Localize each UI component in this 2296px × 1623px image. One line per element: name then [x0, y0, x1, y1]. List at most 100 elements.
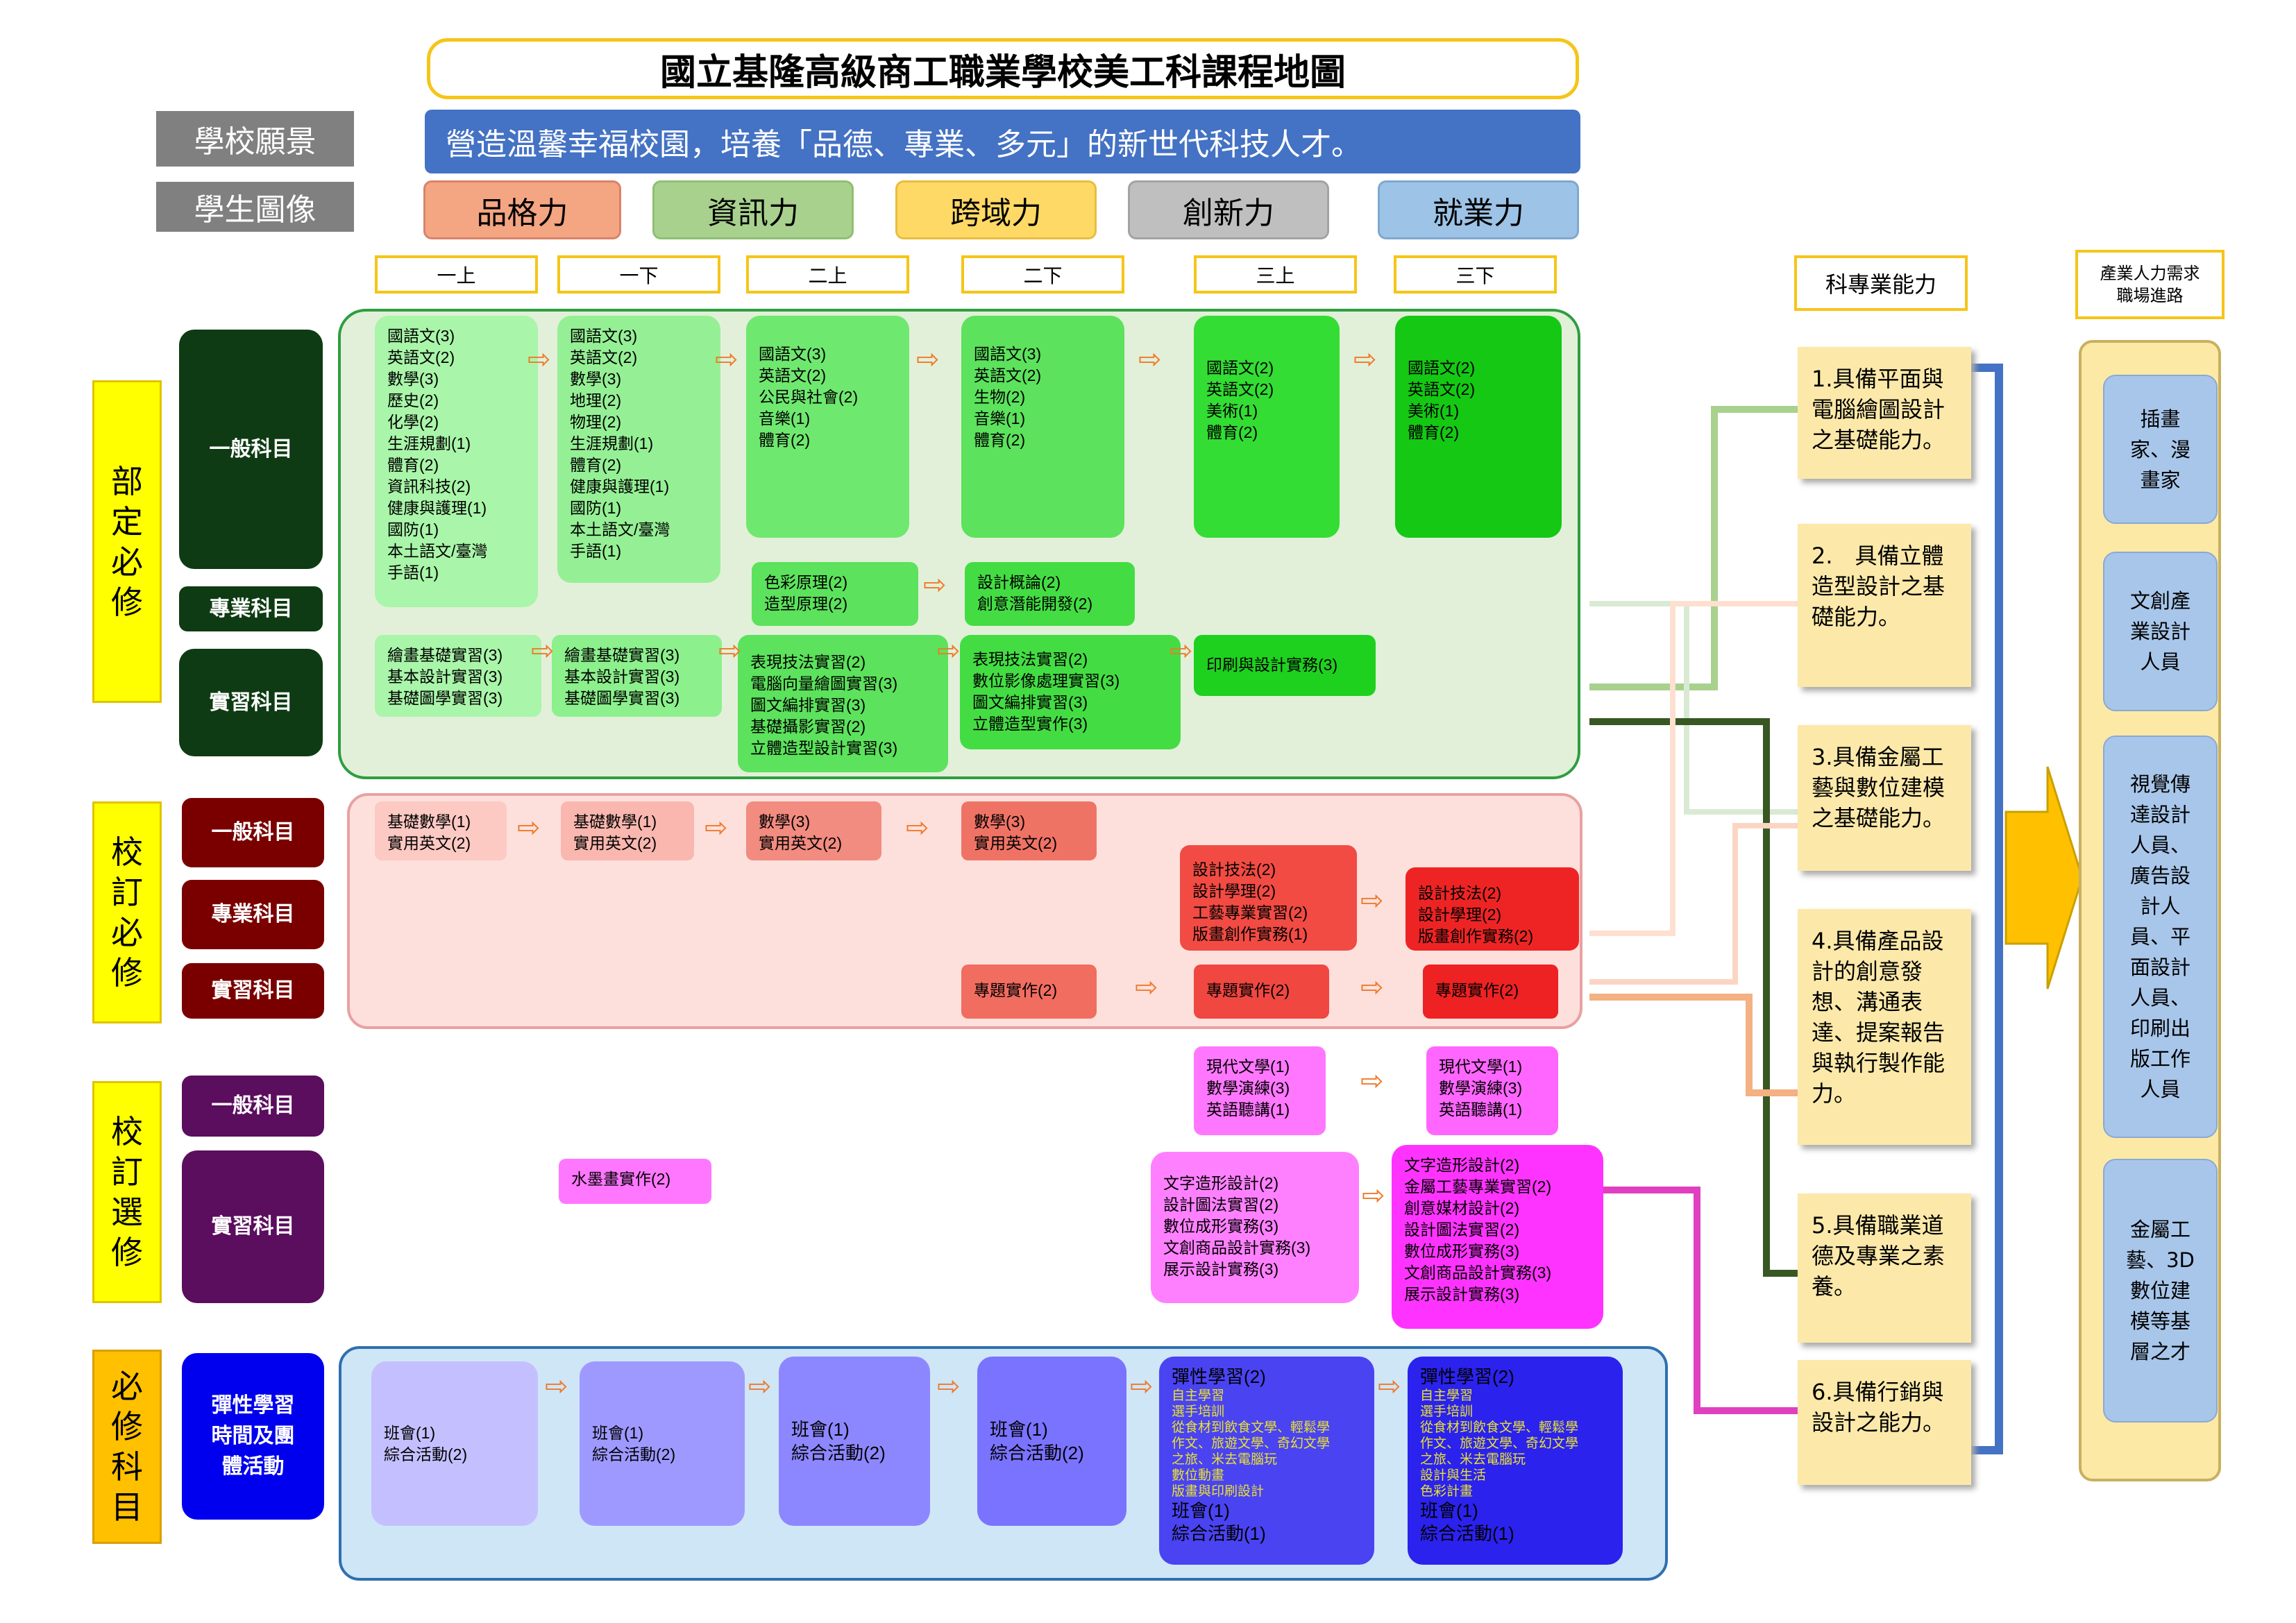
- school-general-2a: 數學(3) 實用英文(2): [746, 801, 881, 860]
- row-label-dept-general: 一般科目: [179, 330, 323, 569]
- school-practice-3b: 專題實作(2): [1423, 965, 1558, 1019]
- arrow-icon: ⇨: [704, 812, 728, 844]
- dept-required-panel: [338, 309, 1580, 779]
- ability-4: 4.具備產品設 計的創意發 想、溝通表 達、提案報告 與執行製作能 力。: [1798, 909, 1971, 1145]
- page-title: 國立基隆高級商工職業學校美工科課程地圖: [427, 38, 1579, 99]
- flex-1b: 班會(1) 綜合活動(2): [580, 1361, 745, 1526]
- ability-2: 2. 具備立體 造型設計之基 礎能力。: [1798, 524, 1971, 687]
- flex-3b-head: 彈性學習(2): [1420, 1366, 1514, 1387]
- row-label-dept-practice: 實習科目: [179, 649, 323, 756]
- arrow-icon: ⇨: [1360, 1065, 1384, 1097]
- dept-general-2a: 國語文(3) 英語文(2) 公民與社會(2) 音樂(1) 體育(2): [746, 316, 909, 538]
- arrow-icon: ⇨: [517, 812, 541, 844]
- portrait-information: 資訊力: [652, 180, 854, 239]
- arrow-icon: ⇨: [1130, 1370, 1154, 1402]
- dept-practice-2a: 表現技法實習(2) 電腦向量繪圖實習(3) 圖文編排實習(3) 基礎攝影實習(2…: [738, 635, 948, 772]
- portrait-innovation: 創新力: [1128, 180, 1329, 239]
- elective-general-3a: 現代文學(1) 數學演練(3) 英語聽講(1): [1194, 1046, 1326, 1135]
- career-header: 產業人力需求 職場進路: [2075, 250, 2225, 319]
- school-practice-3a: 專題實作(2): [1194, 965, 1329, 1019]
- dept-practice-3a: 印刷與設計實務(3): [1194, 635, 1376, 696]
- semester-3a: 三上: [1194, 255, 1357, 294]
- section-school-elective: 校 訂 選 修: [92, 1081, 162, 1303]
- ability-5: 5.具備職業道 德及專業之素 養。: [1798, 1193, 1971, 1343]
- arrow-icon: ⇨: [937, 635, 961, 667]
- arrow-icon: ⇨: [748, 1370, 772, 1402]
- elective-practice-1b: 水墨畫實作(2): [559, 1159, 711, 1204]
- arrow-icon: ⇨: [715, 343, 738, 375]
- arrow-icon: ⇨: [906, 812, 929, 844]
- portrait-employment: 就業力: [1378, 180, 1579, 239]
- school-general-2b: 數學(3) 實用英文(2): [961, 801, 1097, 860]
- school-practice-2b: 專題實作(2): [961, 965, 1097, 1019]
- flex-3a-head: 彈性學習(2): [1172, 1366, 1266, 1387]
- row-label-dept-professional: 專業科目: [179, 586, 323, 631]
- section-dept-required: 部 定 必 修: [92, 380, 162, 703]
- flex-3b-options: 自主學習 選手培訓 從食材到飲食文學、輕鬆學 作文、旅遊文學、奇幻文學 之旅、米…: [1420, 1388, 1579, 1499]
- flex-3a: 彈性學習(2) 自主學習 選手培訓 從食材到飲食文學、輕鬆學 作文、旅遊文學、奇…: [1159, 1357, 1374, 1565]
- career-cultural-design: 文創產 業設計 人員: [2103, 552, 2218, 711]
- school-professional-3b: 設計技法(2) 設計學理(2) 版畫創作實務(2): [1406, 867, 1579, 951]
- dept-professional-2b: 設計概論(2) 創意潛能開發(2): [965, 562, 1135, 626]
- semester-2a: 二上: [746, 255, 909, 294]
- arrow-icon: ⇨: [1353, 343, 1377, 375]
- school-general-1a: 基礎數學(1) 實用英文(2): [375, 801, 507, 860]
- portrait-character: 品格力: [423, 180, 621, 239]
- school-general-1b: 基礎數學(1) 實用英文(2): [561, 801, 694, 860]
- row-label-flex: 彈性學習 時間及團 體活動: [182, 1353, 324, 1520]
- dept-general-3a: 國語文(2) 英語文(2) 美術(1) 體育(2): [1194, 316, 1340, 538]
- dept-practice-1b: 繪畫基礎實習(3) 基本設計實習(3) 基礎圖學實習(3): [552, 635, 722, 717]
- section-school-required: 校 訂 必 修: [92, 801, 162, 1023]
- big-arrow-shape: [2004, 766, 2084, 989]
- flex-3b-tail: 班會(1) 綜合活動(1): [1420, 1500, 1514, 1544]
- arrow-icon: ⇨: [545, 1370, 568, 1402]
- flex-3a-tail: 班會(1) 綜合活動(1): [1172, 1500, 1266, 1544]
- arrow-icon: ⇨: [1360, 971, 1384, 1003]
- arrow-icon: ⇨: [531, 635, 555, 667]
- arrow-icon: ⇨: [527, 343, 551, 375]
- flex-2b: 班會(1) 綜合活動(2): [977, 1357, 1126, 1526]
- ability-1: 1.具備平面與 電腦繪圖設計 之基礎能力。: [1798, 347, 1971, 479]
- arrow-icon: ⇨: [718, 635, 742, 667]
- dept-general-3b: 國語文(2) 英語文(2) 美術(1) 體育(2): [1395, 316, 1562, 538]
- arrow-icon: ⇨: [1170, 635, 1193, 667]
- arrow-icon: ⇨: [1138, 343, 1162, 375]
- ability-6: 6.具備行銷與 設計之能力。: [1798, 1360, 1971, 1485]
- dept-professional-2a: 色彩原理(2) 造型原理(2): [752, 562, 918, 626]
- section-required: 必 修 科 目: [92, 1350, 162, 1544]
- career-metal-craft: 金屬工 藝、3D 數位建 模等基 層之才: [2103, 1159, 2218, 1422]
- row-label-school-practice: 實習科目: [182, 963, 324, 1019]
- dept-general-2b: 國語文(3) 英語文(2) 生物(2) 音樂(1) 體育(2): [961, 316, 1124, 538]
- abilities-header: 科專業能力: [1794, 255, 1968, 311]
- arrow-icon: ⇨: [1135, 971, 1158, 1003]
- arrow-icon: ⇨: [923, 569, 947, 601]
- career-illustrator: 插畫 家、漫 畫家: [2103, 375, 2218, 524]
- vision-label: 學校願景: [156, 111, 354, 167]
- arrow-icon: ⇨: [937, 1370, 961, 1402]
- flex-3a-options: 自主學習 選手培訓 從食材到飲食文學、輕鬆學 作文、旅遊文學、奇幻文學 之旅、米…: [1172, 1388, 1331, 1499]
- row-label-elective-general: 一般科目: [182, 1076, 324, 1137]
- career-visual-design: 視覺傳 達設計 人員、 廣告設 計人 員、平 面設計 人員、 印刷出 版工作 人…: [2103, 736, 2218, 1138]
- flex-3b: 彈性學習(2) 自主學習 選手培訓 從食材到飲食文學、輕鬆學 作文、旅遊文學、奇…: [1408, 1357, 1623, 1565]
- row-label-elective-practice: 實習科目: [182, 1150, 324, 1303]
- arrow-icon: ⇨: [1360, 885, 1384, 917]
- dept-practice-1a: 繪畫基礎實習(3) 基本設計實習(3) 基礎圖學實習(3): [375, 635, 541, 717]
- elective-general-3b: 現代文學(1) 數學演練(3) 英語聽講(1): [1426, 1046, 1558, 1135]
- semester-1a: 一上: [375, 255, 538, 294]
- flex-2a: 班會(1) 綜合活動(2): [779, 1357, 930, 1526]
- row-label-school-general: 一般科目: [182, 798, 324, 867]
- semester-2b: 二下: [961, 255, 1124, 294]
- row-label-school-professional: 專業科目: [182, 880, 324, 949]
- arrow-icon: ⇨: [1378, 1370, 1401, 1402]
- arrow-icon: ⇨: [1362, 1180, 1385, 1212]
- elective-practice-3a: 文字造形設計(2) 設計圖法實習(2) 數位成形實務(3) 文創商品設計實務(3…: [1151, 1152, 1359, 1303]
- elective-practice-3b: 文字造形設計(2) 金屬工藝專業實習(2) 創意媒材設計(2) 設計圖法實習(2…: [1392, 1145, 1603, 1329]
- portrait-label: 學生圖像: [156, 182, 354, 232]
- dept-practice-2b: 表現技法實習(2) 數位影像處理實習(3) 圖文編排實習(3) 立體造型實作(3…: [960, 635, 1181, 749]
- school-professional-3a: 設計技法(2) 設計學理(2) 工藝專業實習(2) 版畫創作實務(1): [1180, 845, 1357, 951]
- dept-general-1b: 國語文(3) 英語文(2) 數學(3) 地理(2) 物理(2) 生涯規劃(1) …: [557, 316, 720, 583]
- vision-banner: 營造溫馨幸福校園，培養「品德、專業、多元」的新世代科技人才。: [425, 110, 1580, 173]
- portrait-cross-domain: 跨域力: [895, 180, 1097, 239]
- dept-general-1a: 國語文(3) 英語文(2) 數學(3) 歷史(2) 化學(2) 生涯規劃(1) …: [375, 316, 538, 607]
